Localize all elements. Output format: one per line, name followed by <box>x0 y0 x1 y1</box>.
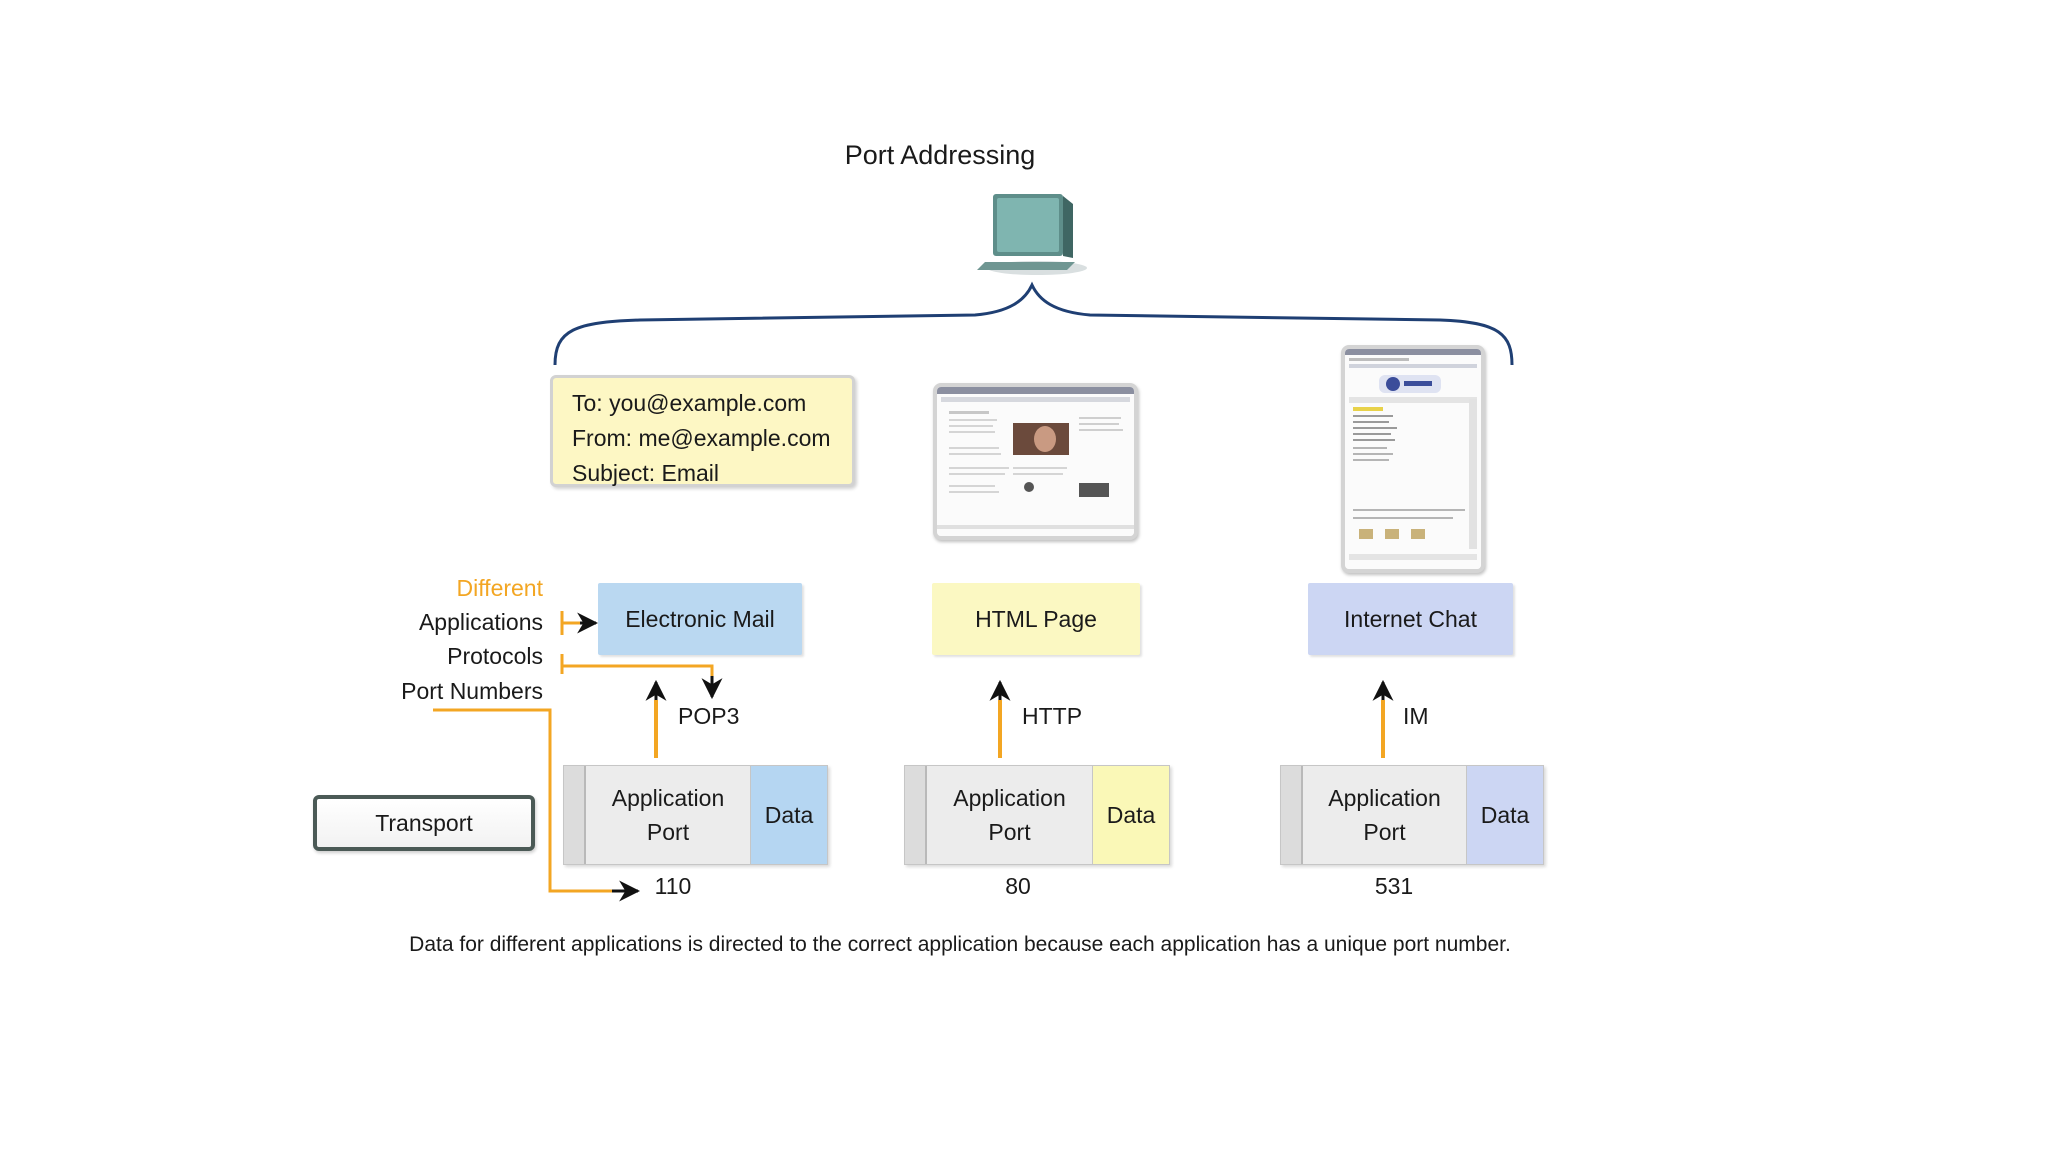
chat-window-thumbnail-art <box>1345 349 1481 569</box>
web-page-thumbnail-art <box>937 387 1134 536</box>
diagram-title: Port Addressing <box>844 140 1036 170</box>
segment-application-text: Application <box>953 785 1066 811</box>
label-different: Different <box>456 575 543 601</box>
segment-chat: Application Port Data <box>1280 765 1544 865</box>
chat-window-thumbnail <box>1341 345 1485 573</box>
web-page-thumbnail <box>933 383 1138 540</box>
segment-html: Application Port Data <box>904 765 1170 865</box>
email-subject-line: Subject: Email <box>572 460 720 486</box>
brace-line <box>553 281 1514 366</box>
segment-header-edge <box>905 766 927 864</box>
segment-port-text: Port <box>988 819 1031 845</box>
email-message-panel: To: you@example.com From: me@example.com… <box>550 375 855 487</box>
email-to-line: To: you@example.com <box>572 390 807 416</box>
protocol-http: HTTP <box>1022 703 1083 729</box>
segment-email: Application Port Data <box>563 765 828 865</box>
computer-icon <box>977 194 1087 275</box>
label-port-numbers: Port Numbers <box>401 678 543 704</box>
application-internet-chat: Internet Chat <box>1308 583 1513 655</box>
segment-header-edge <box>1281 766 1303 864</box>
segment-data: Data <box>1092 766 1169 864</box>
transport-layer-box: Transport <box>313 795 535 851</box>
segment-application-port: Application Port <box>927 766 1092 864</box>
segment-data: Data <box>1466 766 1543 864</box>
diagram-caption: Data for different applications is direc… <box>409 933 1511 956</box>
application-html-page: HTML Page <box>932 583 1140 655</box>
segment-port-text: Port <box>1363 819 1406 845</box>
segment-port-text: Port <box>646 819 690 845</box>
port-number-110: 110 <box>654 873 692 899</box>
segment-application-port: Application Port <box>1303 766 1466 864</box>
label-protocols: Protocols <box>447 643 543 669</box>
segment-application-port: Application Port <box>586 766 750 864</box>
segment-data: Data <box>750 766 827 864</box>
protocol-im: IM <box>1403 703 1429 729</box>
segment-header-edge <box>564 766 586 864</box>
port-number-80: 80 <box>1005 873 1031 899</box>
email-from-line: From: me@example.com <box>572 425 831 451</box>
application-electronic-mail: Electronic Mail <box>598 583 802 655</box>
protocol-pop3: POP3 <box>678 703 740 729</box>
port-number-531: 531 <box>1374 873 1414 899</box>
segment-application-text: Application <box>611 785 725 811</box>
segment-application-text: Application <box>1328 785 1441 811</box>
label-applications: Applications <box>418 609 543 635</box>
